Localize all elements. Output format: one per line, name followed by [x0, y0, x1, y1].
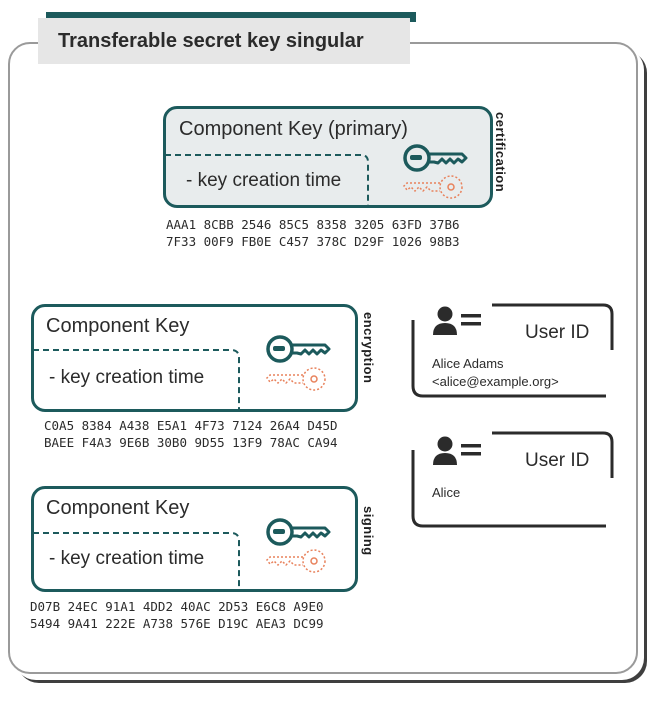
signing-creation-time-bracket — [33, 532, 240, 591]
user-id-card-1-outline — [411, 303, 614, 398]
user-id-icon — [433, 436, 481, 465]
teal-key-icon — [266, 518, 331, 546]
orange-key-icon — [266, 367, 326, 391]
user-id-card-2-outline — [411, 431, 614, 528]
user-id-icon — [433, 306, 481, 335]
encryption-creation-time-bracket — [33, 349, 240, 411]
primary-fingerprint-line-2: 7F33 00F9 FB0E C457 378C D29F 1026 98B3 — [166, 234, 460, 249]
encryption-key-box — [31, 304, 358, 412]
user-id-2-title: User ID — [525, 450, 590, 471]
signing-key-box — [31, 486, 358, 592]
title-box — [38, 18, 410, 64]
encryption-fingerprint-line-1: C0A5 8384 A438 E5A1 4F73 7124 26A4 D45D — [44, 418, 338, 433]
signing-fingerprint-line-2: 5494 9A41 222E A738 576E D19C AEA3 DC99 — [30, 616, 324, 631]
signing-key-subtitle: - key creation time — [49, 548, 205, 569]
primary-key-box — [163, 106, 493, 208]
primary-key-subtitle: - key creation time — [186, 170, 342, 191]
encryption-key-role: encryption — [361, 312, 376, 384]
orange-key-icon — [403, 175, 463, 199]
teal-key-icon — [403, 144, 468, 172]
primary-creation-time-bracket — [165, 154, 369, 206]
primary-fingerprint-line-1: AAA1 8CBB 2546 85C5 8358 3205 63FD 37B6 — [166, 217, 460, 232]
diagram-title: Transferable secret key singular — [58, 30, 364, 52]
title-accent-bar — [46, 12, 416, 22]
orange-key-icon — [266, 549, 326, 573]
encryption-key-subtitle: - key creation time — [49, 367, 205, 388]
user-id-1-email: <alice@example.org> — [432, 374, 559, 389]
signing-key-role: signing — [361, 506, 376, 556]
user-id-1-title: User ID — [525, 322, 590, 343]
encryption-fingerprint-line-2: BAEE F4A3 9E6B 30B0 9D55 13F9 78AC CA94 — [44, 435, 338, 450]
encryption-key-title: Component Key — [46, 315, 190, 337]
primary-key-role: certification — [493, 112, 508, 193]
user-id-1-name: Alice Adams — [432, 356, 504, 371]
teal-key-icon — [266, 335, 331, 363]
primary-key-title: Component Key (primary) — [179, 118, 408, 140]
signing-fingerprint-line-1: D07B 24EC 91A1 4DD2 40AC 2D53 E6C8 A9E0 — [30, 599, 324, 614]
signing-key-title: Component Key — [46, 497, 190, 519]
user-id-2-name: Alice — [432, 485, 461, 500]
